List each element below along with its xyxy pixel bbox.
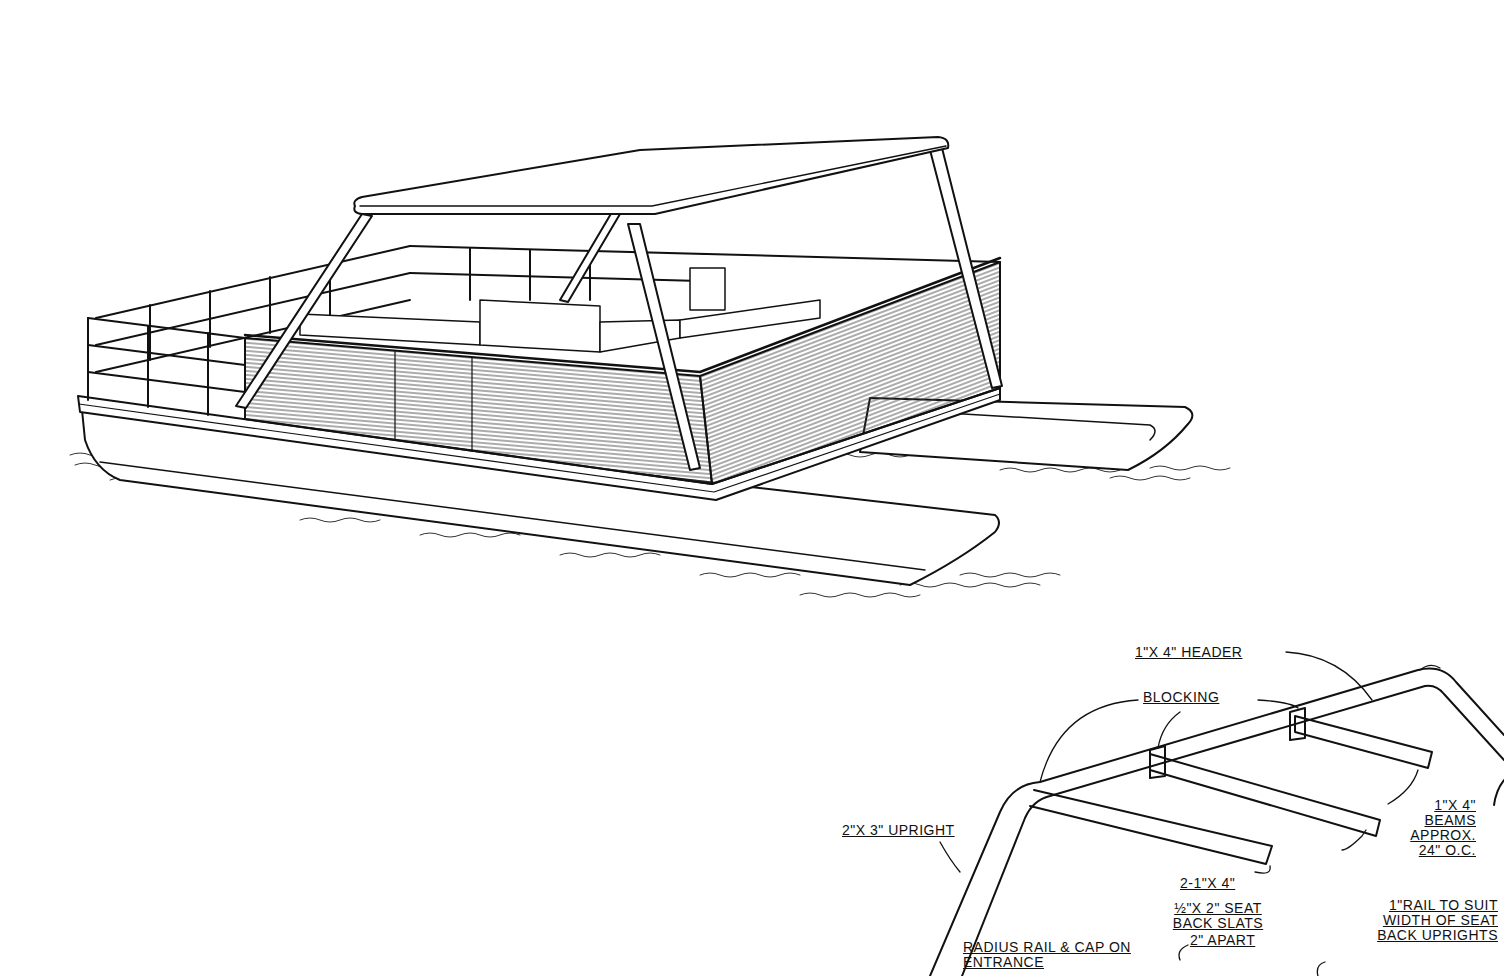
front-panel bbox=[700, 262, 1000, 484]
canopy-detail bbox=[930, 669, 1504, 976]
leader-lines bbox=[1255, 866, 1270, 873]
blocking-label: BLOCKING bbox=[1143, 690, 1219, 705]
canopy-roof bbox=[354, 137, 948, 214]
far-pontoon-line bbox=[930, 412, 1155, 440]
rail-note: 1"RAIL TO SUIT WIDTH OF SEAT BACK UPRIGH… bbox=[1376, 898, 1498, 943]
side-panel bbox=[245, 338, 712, 484]
rail-label: 2-1"X 4" bbox=[1180, 876, 1235, 891]
panel-dividers bbox=[395, 351, 472, 451]
seats bbox=[300, 268, 820, 352]
canopy-detail bbox=[1030, 790, 1272, 864]
canopy-legs bbox=[930, 148, 1002, 388]
entrance-note: RADIUS RAIL & CAP ON ENTRANCE bbox=[963, 940, 1153, 970]
canopy-detail bbox=[1150, 754, 1380, 836]
leader-lines bbox=[1040, 700, 1138, 782]
leader-lines bbox=[1420, 665, 1440, 670]
canopy-detail bbox=[962, 686, 1504, 976]
seats bbox=[300, 314, 480, 345]
canopy-detail bbox=[1494, 780, 1504, 805]
railing bbox=[88, 318, 208, 415]
boat-drawing bbox=[70, 137, 1504, 976]
canopy-detail bbox=[930, 669, 1504, 976]
seats bbox=[690, 268, 725, 310]
canopy-detail bbox=[1295, 716, 1432, 768]
header-label: 1"X 4" HEADER bbox=[1135, 645, 1242, 660]
canopy-legs bbox=[628, 224, 700, 470]
spacing-label: 2" APART bbox=[1190, 933, 1255, 948]
panel-cap bbox=[245, 258, 1000, 372]
leader-lines bbox=[1179, 945, 1188, 960]
leader-lines bbox=[1317, 962, 1325, 976]
beams-label: 1"X 4" BEAMS APPROX. 24" O.C. bbox=[1394, 798, 1476, 858]
leader-lines bbox=[1342, 830, 1366, 850]
slats-label: ½"X 2" SEAT BACK SLATS bbox=[1158, 901, 1278, 931]
canopy-legs bbox=[560, 212, 620, 302]
pontoon-line bbox=[100, 462, 925, 570]
leader-lines bbox=[940, 842, 960, 872]
leader-lines bbox=[1388, 770, 1418, 804]
canopy-detail bbox=[1150, 746, 1165, 778]
upright-label: 2"X 3" UPRIGHT bbox=[842, 823, 955, 838]
canopy-detail bbox=[1290, 708, 1305, 740]
leader-lines bbox=[1286, 652, 1372, 700]
canopy-legs bbox=[236, 214, 372, 408]
leader-lines bbox=[940, 652, 1440, 976]
leader-lines bbox=[1158, 712, 1180, 748]
canopy-edge bbox=[360, 146, 946, 206]
seats bbox=[480, 300, 600, 352]
leader-lines bbox=[1258, 700, 1298, 708]
